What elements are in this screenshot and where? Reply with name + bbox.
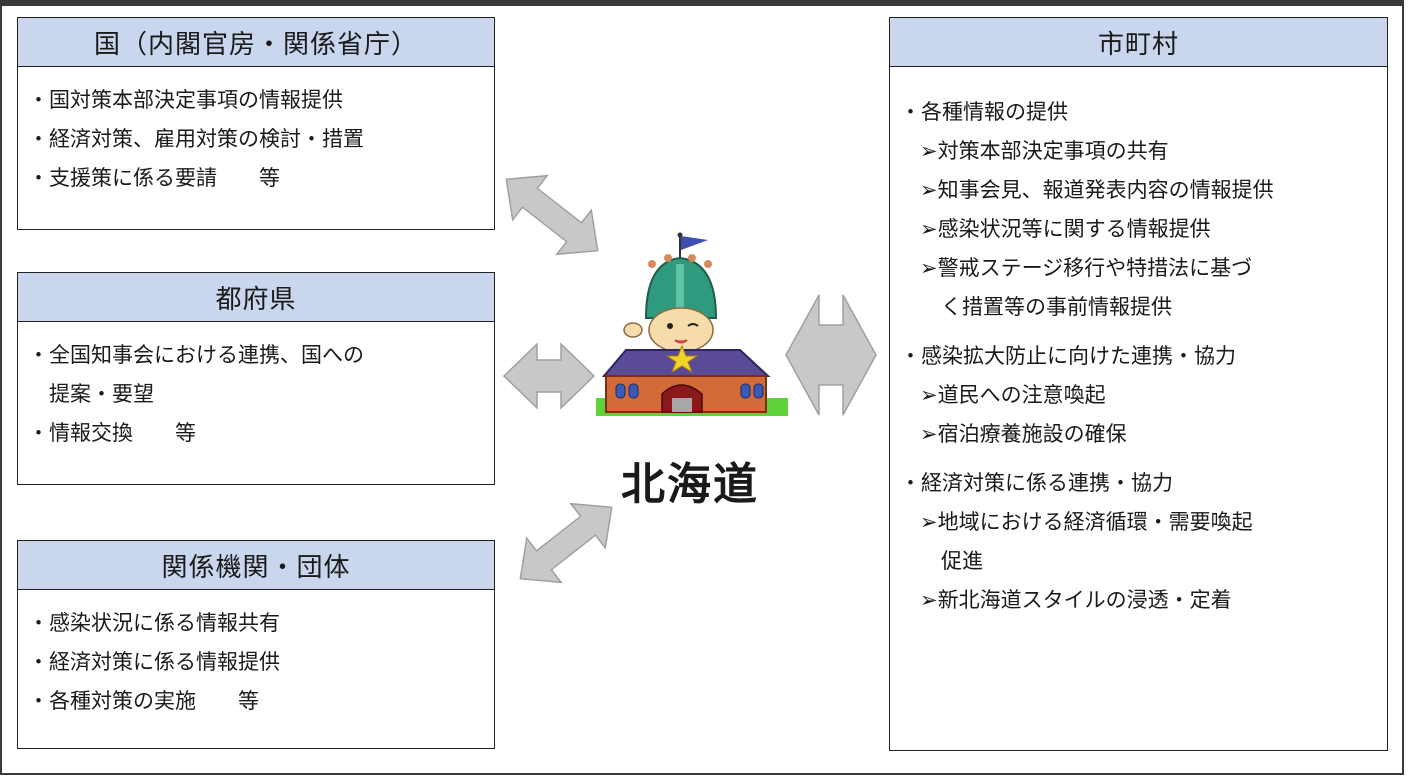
municipalities-subitem: く措置等の事前情報提供 [920,295,1172,319]
organizations-item: ・感染状況に係る情報共有 [28,611,280,635]
municipalities-subitem: ➢警戒ステージ移行や特措法に基づ [920,256,1253,280]
municipalities-item: ・感染拡大防止に向けた連携・協力 [900,344,1236,368]
municipalities-subitem: ➢対策本部決定事項の共有 [920,139,1169,163]
national-item: ・支援策に係る要請 等 [28,166,280,190]
municipalities-subitem: ➢道民への注意喚起 [920,383,1106,407]
municipalities-subitem: ➢新北海道スタイルの浸透・定着 [920,588,1232,612]
hokkaido-label: 北海道 [621,459,759,510]
prefectures-title: 都府県 [18,273,494,322]
prefectures-item: ・情報交換 等 [28,421,196,445]
organizations-item: ・経済対策に係る情報提供 [28,650,280,674]
national-government-title: 国（内閣官房・関係省庁） [18,18,494,67]
organizations-item: ・各種対策の実施 等 [28,689,259,713]
municipalities-subitem: ➢感染状況等に関する情報提供 [920,217,1211,241]
municipalities-subitem: 促進 [920,549,983,573]
organizations-title: 関係機関・団体 [18,541,494,590]
municipalities-title: 市町村 [890,18,1387,67]
double-arrow-national [505,174,599,256]
national-item: ・国対策本部決定事項の情報提供 [28,88,343,112]
national-government-box: 国（内閣官房・関係省庁） ・国対策本部決定事項の情報提供 ・経済対策、雇用対策の… [17,17,495,230]
double-arrow-organizations [519,502,613,584]
double-arrow-prefectures [502,342,596,410]
double-arrow-municipalities [785,294,877,416]
municipalities-subitem: ➢地域における経済循環・需要喚起 [920,510,1253,534]
municipalities-subitem: ➢宿泊療養施設の確保 [920,422,1127,446]
national-item: ・経済対策、雇用対策の検討・措置 [28,127,364,151]
organizations-box: 関係機関・団体 ・感染状況に係る情報共有 ・経済対策に係る情報提供 ・各種対策の… [17,540,495,749]
prefectures-item: 提案・要望 [28,382,154,406]
prefectures-box: 都府県 ・全国知事会における連携、国への 提案・要望 ・情報交換 等 [17,272,495,485]
municipalities-box: 市町村 ・各種情報の提供 ➢対策本部決定事項の共有 ➢知事会見、報道発表内容の情… [889,17,1388,751]
municipalities-item: ・経済対策に係る連携・協力 [900,471,1173,495]
prefectures-item: ・全国知事会における連携、国への [28,343,364,367]
municipalities-subitem: ➢知事会見、報道発表内容の情報提供 [920,178,1274,202]
mascot-building-illustration [596,232,788,416]
municipalities-item: ・各種情報の提供 [900,100,1068,124]
